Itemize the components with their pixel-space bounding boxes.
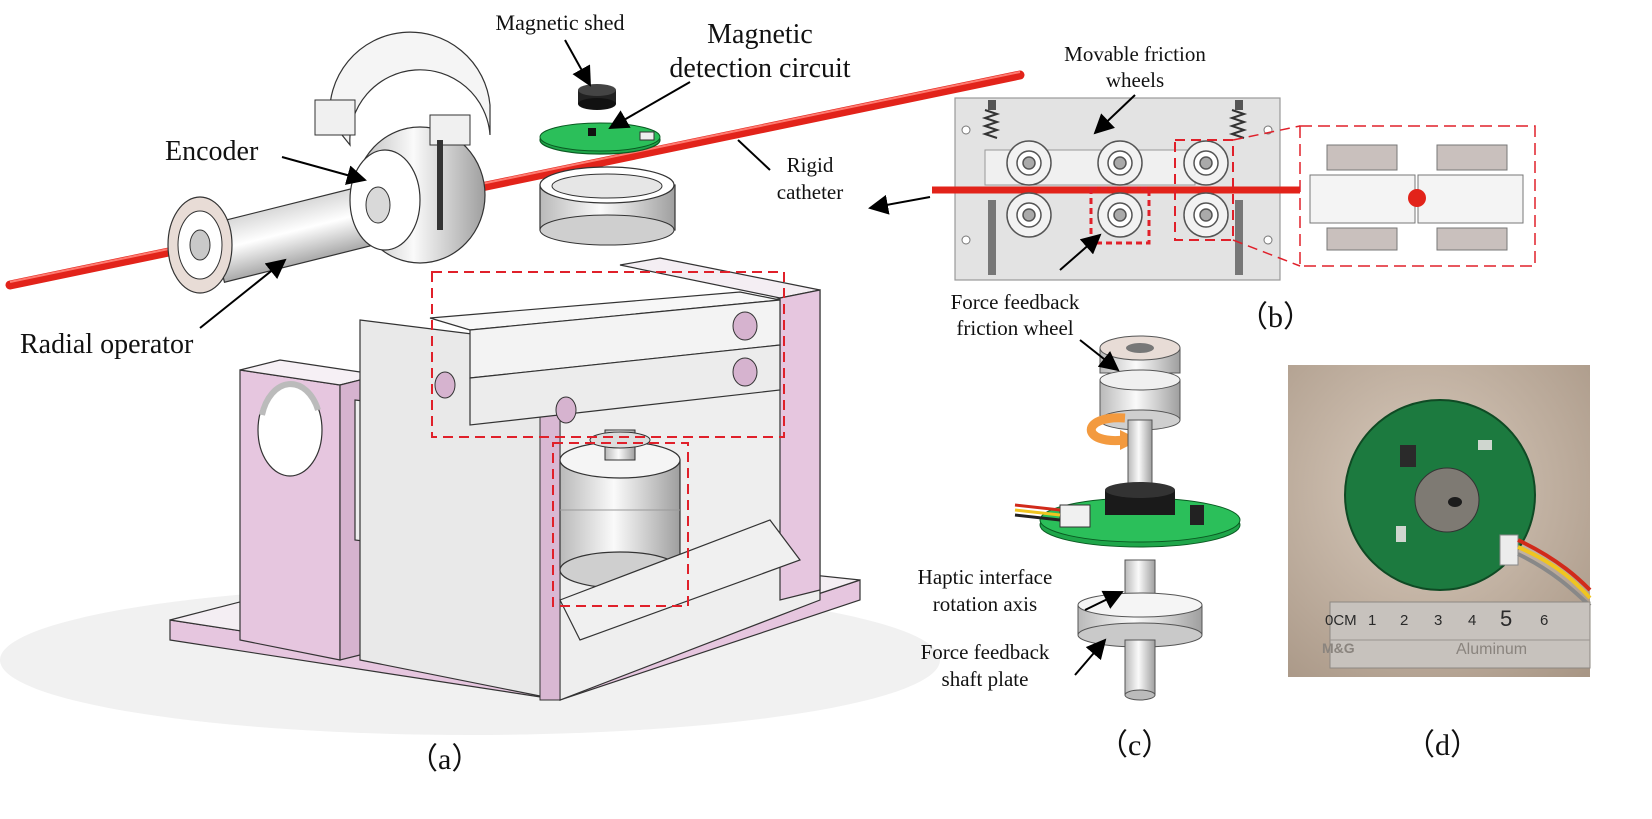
radial-operator [167,187,371,294]
arrow-magnetic-shed [564,39,591,87]
arrow-rigid-catheter [737,139,771,171]
b-highlight-force-wheel [1089,186,1151,245]
label-radial-operator: Radial operator [20,329,194,360]
magnetic-circuit-pcb [539,122,661,155]
label-force-wheel-line1: Force feedback [950,290,1080,314]
arrow-magnetic-circuit [608,81,691,129]
ruler-number-1: 1 [1368,612,1377,629]
label-rigid-catheter-line2: catheter [776,180,844,204]
zoom-wheels [1309,144,1524,251]
panel-d-photo [1288,365,1592,677]
caption-a: （a） [408,743,482,776]
arrow-force-wheel-c [1079,339,1120,372]
rotation-arrow-icon [1087,413,1126,446]
label-movable-wheels-line2: wheels [1105,68,1165,92]
label-haptic-axis-line1: Haptic interface [917,565,1053,589]
label-haptic-axis-line2: rotation axis [932,592,1038,616]
highlight-motor [552,442,689,607]
label-force-wheel-line2: friction wheel [956,316,1074,340]
ruler-unit: 0CM [1325,612,1357,629]
arrow-movable-wheels [1093,94,1136,135]
arrow-rigid-catheter-to-b [868,194,931,215]
ruler-material: Aluminum [1456,641,1528,658]
label-shaft-plate-line1: Force feedback [920,640,1050,664]
label-movable-wheels-line1: Movable friction [1064,42,1206,66]
magnetic-shed [578,84,616,110]
arrow-shaft-plate [1074,638,1107,676]
photo-ruler [1329,601,1591,669]
highlight-rollers [431,271,785,438]
panel-c-drawing [1014,335,1241,701]
caption-c: （c） [1098,729,1172,762]
label-rigid-catheter-line1: Rigid [786,153,834,177]
arrow-radial-operator [199,258,287,329]
zoom-catheter-section [1408,189,1426,207]
ruler-number-5: 5 [1500,606,1513,631]
label-magnetic-circuit-line1: Magnetic [707,19,813,50]
panel-a-drawing [0,31,1025,735]
label-magnetic-circuit-line2: detection circuit [669,53,851,84]
label-magnetic-shed: Magnetic shed [495,10,625,35]
caption-d: （d） [1405,729,1480,762]
b-bearings [1006,140,1229,238]
ruler-number-6: 6 [1540,612,1549,629]
arrow-haptic-axis [1084,590,1124,611]
ruler-number-2: 2 [1400,612,1409,629]
ruler-brand: M&G [1322,640,1355,656]
ruler-number-3: 3 [1434,612,1443,629]
sleeve-ring [539,166,676,246]
encoder-assembly [314,31,491,264]
panel-b-drawing [932,94,1536,281]
frame-top-rail [619,257,821,299]
ruler-number-4: 4 [1468,612,1477,629]
label-encoder: Encoder [165,136,259,167]
b-highlight-pair [1174,139,1234,241]
label-shaft-plate-line2: shaft plate [941,667,1029,691]
arrow-force-wheel [1059,233,1102,271]
rigid-catheter-rod [5,70,1025,290]
caption-b: （b） [1238,301,1313,334]
arrow-encoder [281,156,367,185]
